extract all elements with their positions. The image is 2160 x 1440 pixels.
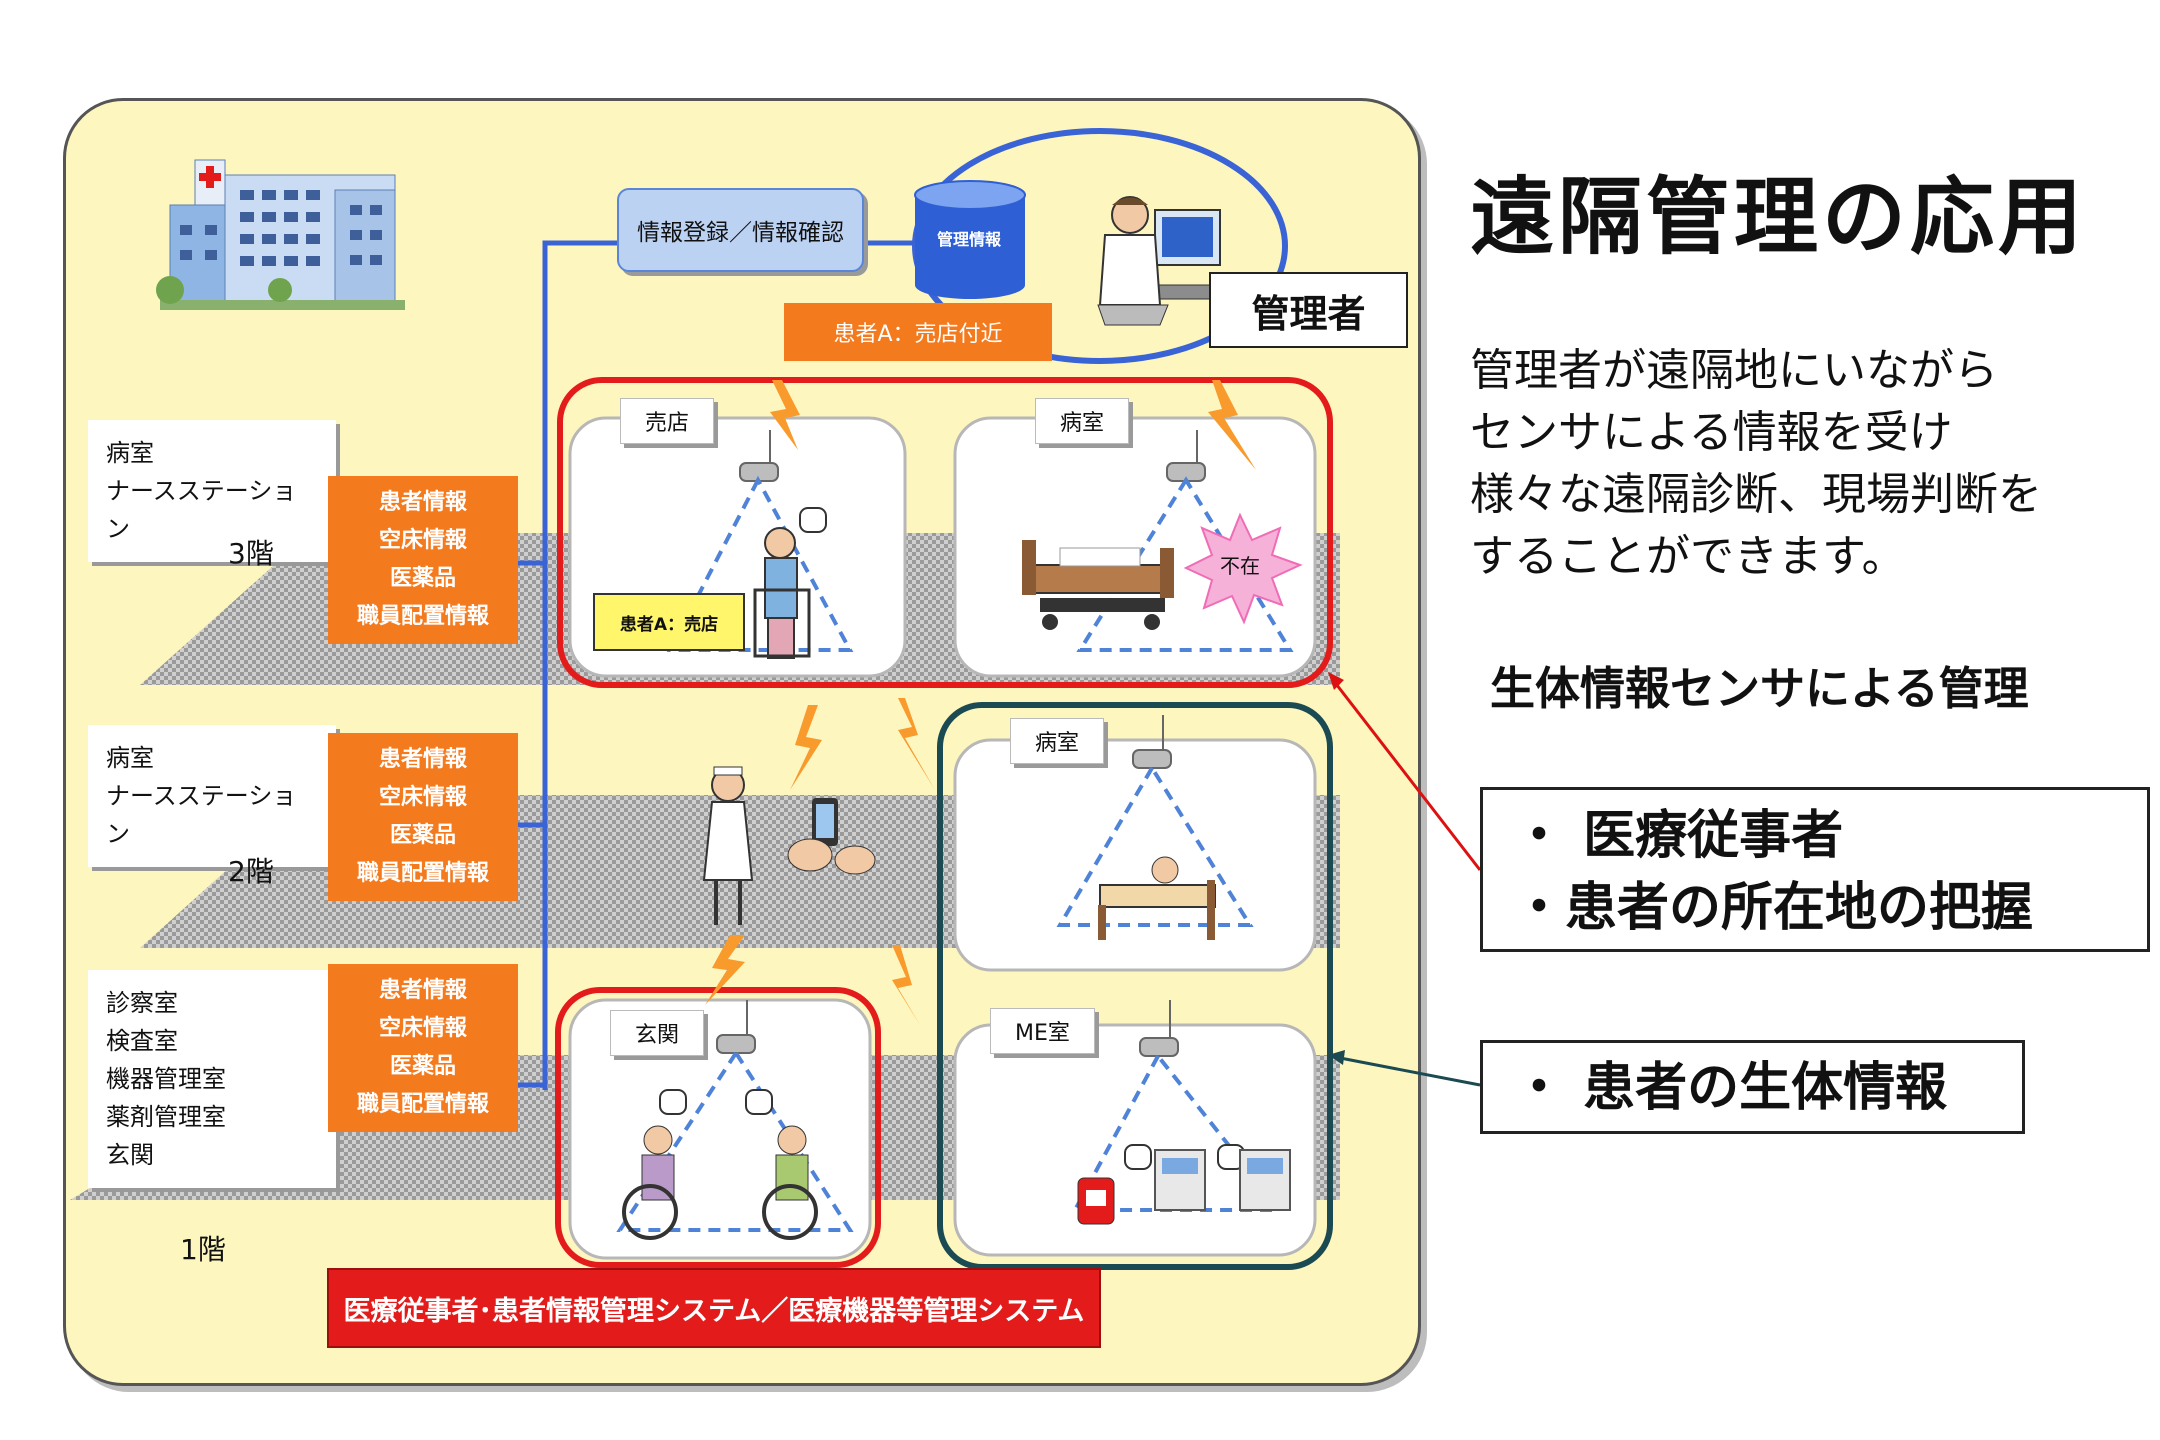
floor-3f-label: 3階: [228, 537, 274, 570]
floor-2f-rooms: 病室 ナースステーション: [88, 725, 336, 867]
info-register-label: 情報登録／情報確認: [637, 220, 844, 246]
floor-3f-rooms: 病室 ナースステーション: [88, 420, 336, 562]
room-tab-ward-3f: 病室: [1035, 398, 1130, 444]
patient-walker-icon: [753, 527, 811, 659]
patient-location-box: 患者A：売店付近: [784, 303, 1052, 361]
patient-in-bed-icon: [1098, 856, 1216, 940]
description-line-1: 管理者が遠隔地にいながら: [1470, 345, 1998, 396]
patient-tag-label: 患者A：売店: [619, 614, 719, 635]
medical-equipment-icons: [1077, 1149, 1291, 1225]
callout-staff-line-2: ・患者の所在地の把握: [1513, 878, 2034, 938]
administrator-icon: [1097, 196, 1231, 326]
description-line-3: 様々な遠隔診断、現場判断を: [1470, 469, 2042, 520]
arrow-head-red: [1328, 672, 1344, 690]
zone-3f-red: [557, 377, 1333, 688]
admin-label: 管理者: [1251, 291, 1366, 336]
callout-staff-line-1: ・ 医療従事者: [1513, 806, 1844, 866]
room-tab-ward-2f: 病室: [1010, 718, 1105, 764]
floor-1f-label: 1階: [180, 1233, 226, 1266]
floor-2f-label: 2階: [228, 855, 274, 888]
patient-location-label: 患者A：売店付近: [833, 322, 1003, 347]
callout-box-vitals: ・ 患者の生体情報: [1480, 1040, 2025, 1134]
zone-teal: [937, 702, 1333, 1270]
description: 管理者が遠隔地にいながら センサによる情報を受け 様々な遠隔診断、現場判断を す…: [1470, 340, 2042, 588]
sensor-tag-icons: [659, 507, 1245, 1170]
floor-1f-rooms: 診察室 検査室 機器管理室 薬剤管理室 玄関: [88, 970, 336, 1188]
description-line-2: センサによる情報を受け: [1470, 407, 1953, 458]
wireless-signals: [705, 380, 1256, 1025]
hospital-building-icon: [156, 159, 405, 310]
page-title: 遠隔管理の応用: [1470, 168, 2087, 266]
patient-tag-box: 患者A：売店: [593, 593, 745, 651]
absent-burst: [1183, 512, 1303, 625]
database-icon: [914, 180, 1026, 299]
nurse-icon: [702, 766, 754, 925]
room-tab-entrance: 玄関: [610, 1010, 705, 1056]
arrow-head-teal: [1328, 1050, 1345, 1065]
floor-3f-info: 患者情報 空床情報 医薬品 職員配置情報: [328, 476, 518, 644]
callout-box-staff: ・ 医療従事者 ・患者の所在地の把握: [1480, 787, 2150, 952]
subtitle: 生体情報センサによる管理: [1490, 662, 2029, 715]
system-banner: 医療従事者･患者情報管理システム／医療機器等管理システム: [327, 1268, 1101, 1348]
database-label: 管理情報: [937, 230, 1002, 249]
description-line-4: することができます。: [1470, 531, 1906, 582]
floor-2f-info: 患者情報 空床情報 医薬品 職員配置情報: [328, 733, 518, 901]
floor-1f-info: 患者情報 空床情報 医薬品 職員配置情報: [328, 964, 518, 1132]
admin-label-box: 管理者: [1209, 272, 1408, 348]
smartphone-icon: [787, 798, 876, 875]
absent-label: 不在: [1220, 554, 1260, 578]
room-tab-shop: 売店: [620, 398, 715, 444]
access-point-icons: [716, 430, 1206, 1057]
hospital-bed-icon: [1022, 540, 1174, 630]
room-tab-me-room: ME室: [990, 1008, 1095, 1054]
arrow-to-red-zone: [1331, 679, 1482, 871]
system-banner-label: 医療従事者･患者情報管理システム／医療機器等管理システム: [343, 1295, 1085, 1327]
wheelchair-patient-icons: [622, 1125, 818, 1240]
callout-vitals-line: ・ 患者の生体情報: [1513, 1058, 1948, 1118]
arrow-to-teal-zone: [1334, 1055, 1481, 1087]
info-register-box: 情報登録／情報確認: [617, 188, 864, 272]
